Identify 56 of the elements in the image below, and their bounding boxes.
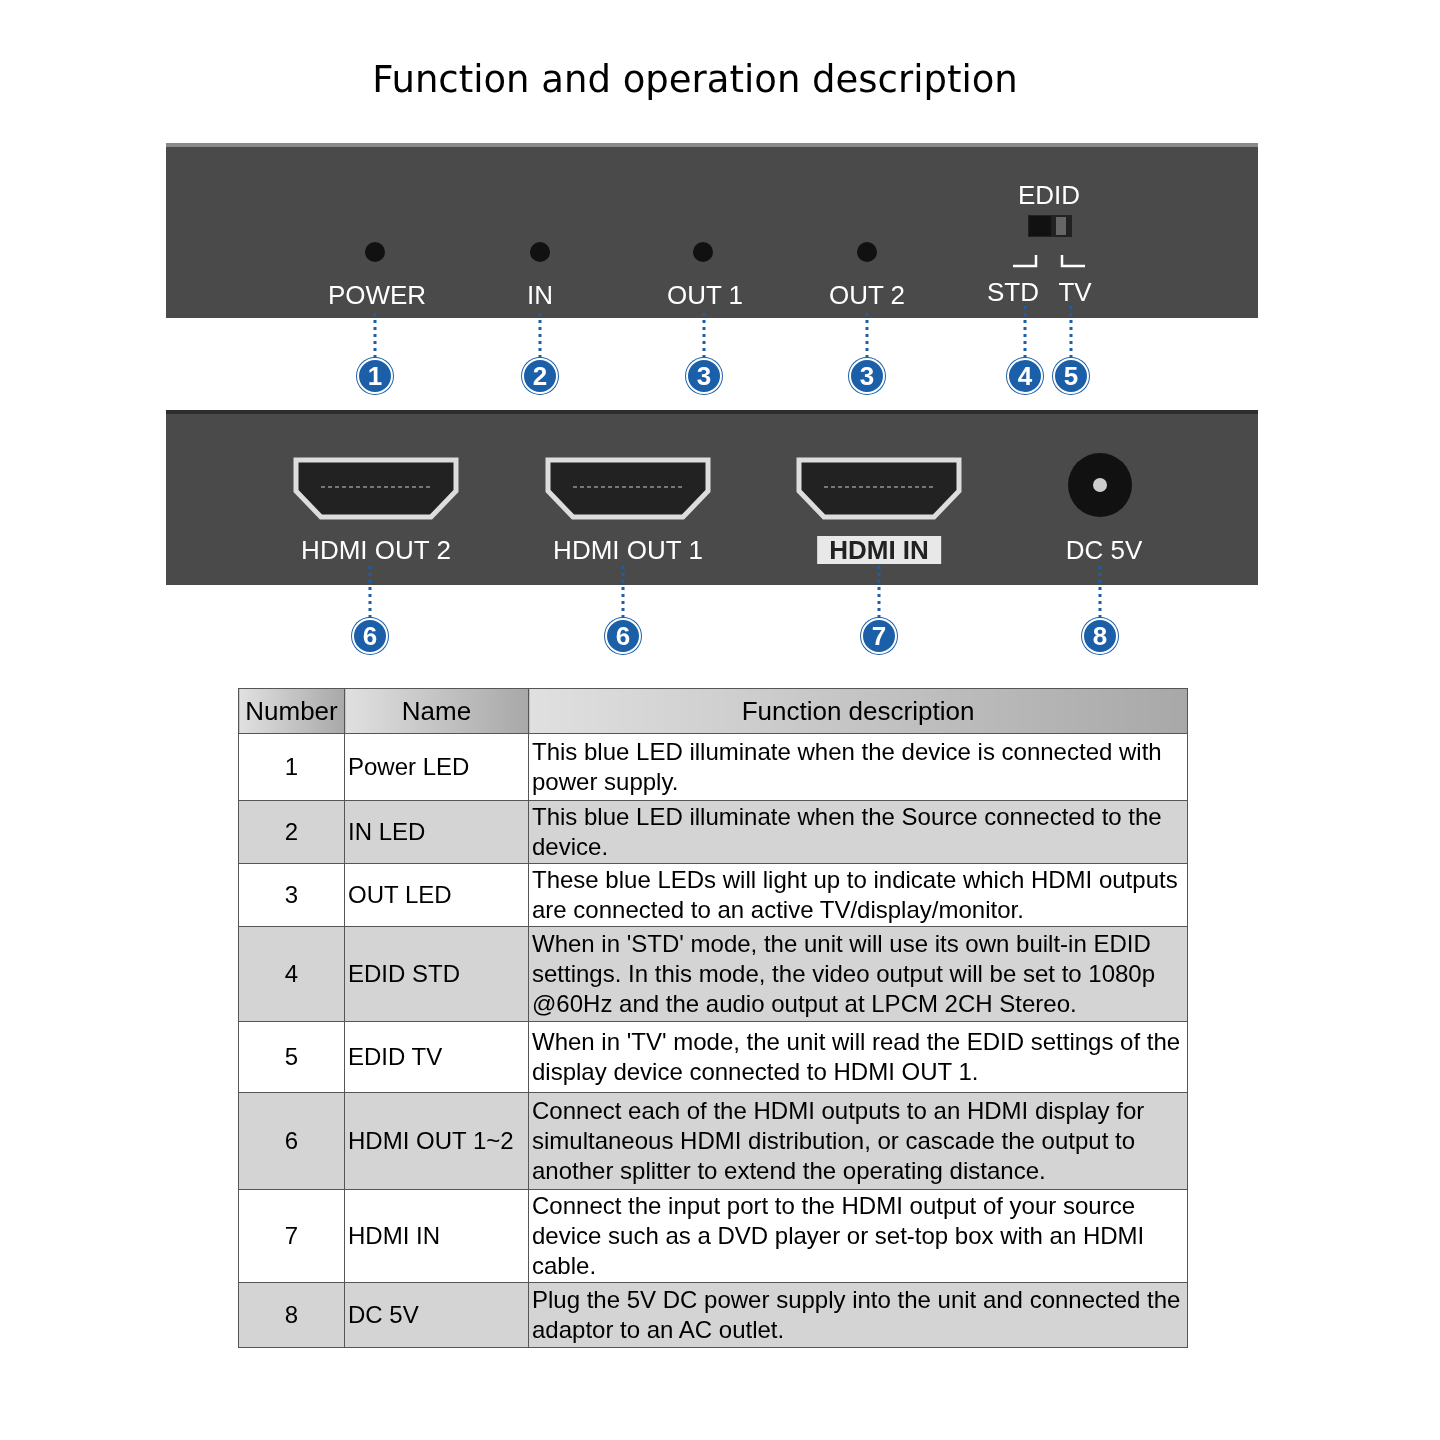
table-cell: Power LED [344,733,529,801]
port-label: HDMI IN [817,536,941,564]
leader-line [1023,306,1027,358]
table-cell: Plug the 5V DC power supply into the unit and connected the adaptor to an AC outlet. [528,1282,1188,1348]
callout-number: 3 [849,358,885,394]
port-label: DC 5V [1065,536,1143,564]
column-header: Name [344,688,529,734]
callout-number: 3 [686,358,722,394]
column-header: Function description [528,688,1188,734]
device-panel [166,143,1258,318]
table-cell: This blue LED illuminate when the device is connected with power supply. [528,733,1188,801]
leader-line [368,564,372,618]
table-cell: These blue LEDs will light up to indicate which HDMI outputs are connected to an active TV/display/monitor. [528,863,1188,927]
table-cell: DC 5V [344,1282,529,1348]
port-label: POWER [327,281,427,309]
title: Function and operation description [371,58,1019,101]
callout-number: 8 [1082,618,1118,654]
table-cell: EDID STD [344,926,529,1022]
table-cell: Connect each of the HDMI outputs to an HDMI display for simultaneous HDMI distribution, or cascade the output to another splitter to extend the operating distance. [528,1092,1188,1190]
callout-number: 7 [861,618,897,654]
table-cell: 4 [238,926,345,1022]
port-label: TV [1058,278,1092,306]
callout-number: 4 [1007,358,1043,394]
table-cell: OUT LED [344,863,529,927]
leader-line [877,564,881,618]
table-cell: Connect the input port to the HDMI output of your source device such as a DVD player or set-top box with an HDMI cable. [528,1189,1188,1283]
table-cell: 2 [238,800,345,864]
port-label: EDID [1017,181,1081,209]
port-label: OUT 2 [828,281,906,309]
table-cell: 7 [238,1189,345,1283]
port-label: HDMI OUT 1 [553,536,703,564]
callout-number: 5 [1053,358,1089,394]
table-cell: 8 [238,1282,345,1348]
table-cell: This blue LED illuminate when the Source connected to the device. [528,800,1188,864]
callout-number: 1 [357,358,393,394]
callout-number: 2 [522,358,558,394]
table-cell: IN LED [344,800,529,864]
leader-line [1098,564,1102,618]
column-header: Number [238,688,345,734]
callout-number: 6 [605,618,641,654]
table-cell: 1 [238,733,345,801]
table-cell: 5 [238,1021,345,1093]
table-cell: 6 [238,1092,345,1190]
port-label: HDMI OUT 2 [301,536,451,564]
table-cell: EDID TV [344,1021,529,1093]
leader-line [621,564,625,618]
callout-number: 6 [352,618,388,654]
table-cell: When in 'STD' mode, the unit will use its own built-in EDID settings. In this mode, the video output will be set to 1080p @60Hz and the audio output at LPCM 2CH Stereo. [528,926,1188,1022]
table-cell: When in 'TV' mode, the unit will read the EDID settings of the display device connected to HDMI OUT 1. [528,1021,1188,1093]
port-label: OUT 1 [666,281,744,309]
table-cell: HDMI OUT 1~2 [344,1092,529,1190]
port-label: IN [527,281,553,309]
leader-line [1069,306,1073,358]
table-cell: HDMI IN [344,1189,529,1283]
table-cell: 3 [238,863,345,927]
port-label: STD [987,278,1039,306]
